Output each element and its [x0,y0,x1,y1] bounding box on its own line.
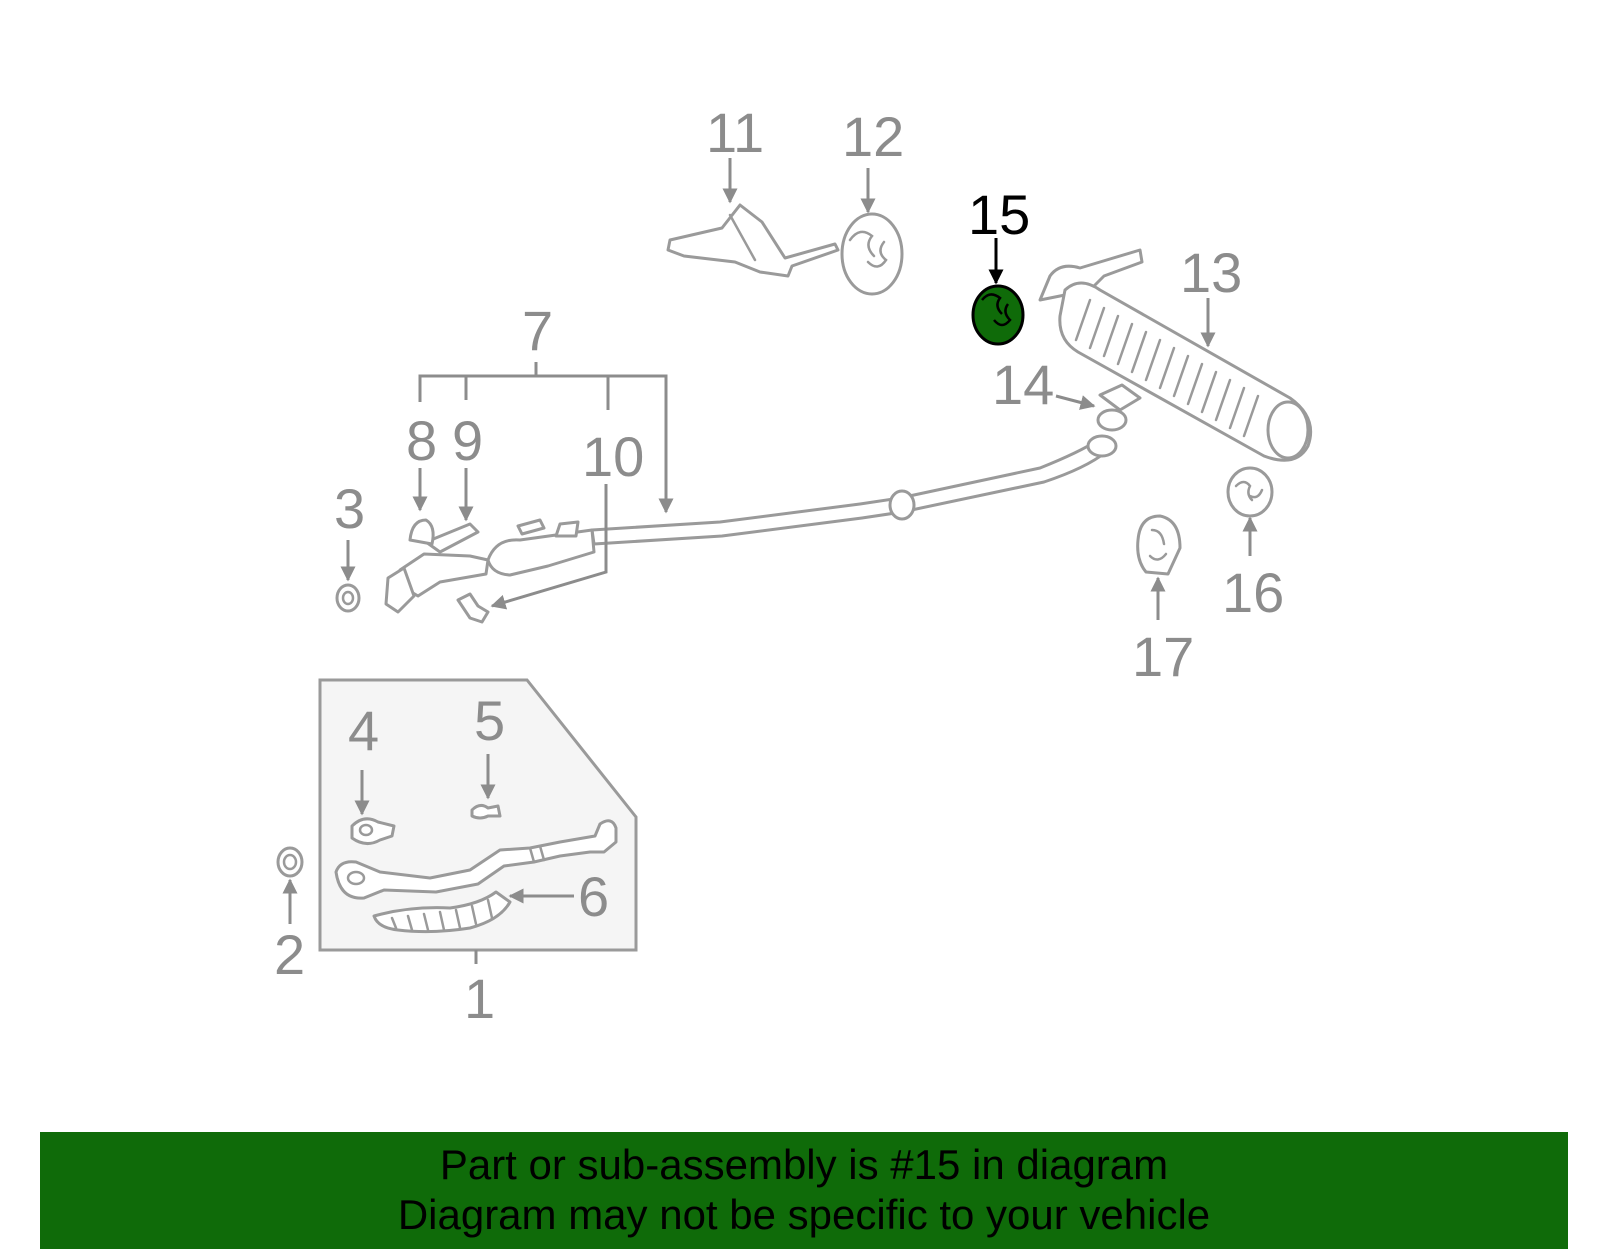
callout-11: 11 [706,101,764,164]
callout-2: 2 [274,923,305,986]
part-17-hanger[interactable] [1136,514,1182,576]
exhaust-diagram: 11 12 15 13 7 14 8 9 10 3 16 17 4 5 6 2 … [274,101,1313,1030]
callout-1: 1 [464,967,495,1030]
part-4-gasket[interactable] [350,817,396,845]
part-13-muffler[interactable] [1038,248,1313,462]
callout-7: 7 [522,299,553,362]
callout-9: 9 [452,409,483,472]
part-16-hanger[interactable] [1226,466,1274,518]
callout-10: 10 [582,425,644,488]
leader-lines [282,158,1258,964]
callout-13: 13 [1180,241,1242,304]
callout-labels: 11 12 15 13 7 14 8 9 10 3 16 17 4 5 6 2 … [274,101,1284,1030]
callout-14: 14 [992,353,1054,416]
part-6-heat-shield[interactable] [372,890,512,934]
part-10-bracket[interactable] [456,592,490,624]
part-14-gasket[interactable] [1096,408,1128,432]
callout-12: 12 [842,105,904,168]
part-11-bracket[interactable] [666,203,840,278]
part-1-front-pipe[interactable] [334,819,618,900]
banner-line-part-number: Part or sub-assembly is #15 in diagram [439,1141,1169,1188]
callout-4: 4 [348,699,379,762]
callout-3: 3 [334,477,365,540]
callout-6: 6 [578,865,609,928]
callout-16: 16 [1222,561,1284,624]
callout-8: 8 [406,409,437,472]
part-15-hanger[interactable] [971,284,1025,346]
callout-15: 15 [968,183,1030,246]
part-5-clamp[interactable] [470,803,502,820]
part-12-hanger[interactable] [840,212,904,296]
info-banner: Part or sub-assembly is #15 in diagram D… [40,1132,1568,1249]
part-8-nut[interactable] [408,518,435,546]
banner-line-disclaimer: Diagram may not be specific to your vehi… [397,1191,1211,1238]
part-2-gasket[interactable] [276,846,304,878]
callout-5: 5 [474,689,505,752]
part-7-pipe-assembly[interactable] [384,434,1118,614]
callout-17: 17 [1132,625,1194,688]
part-3-gasket[interactable] [335,583,361,613]
